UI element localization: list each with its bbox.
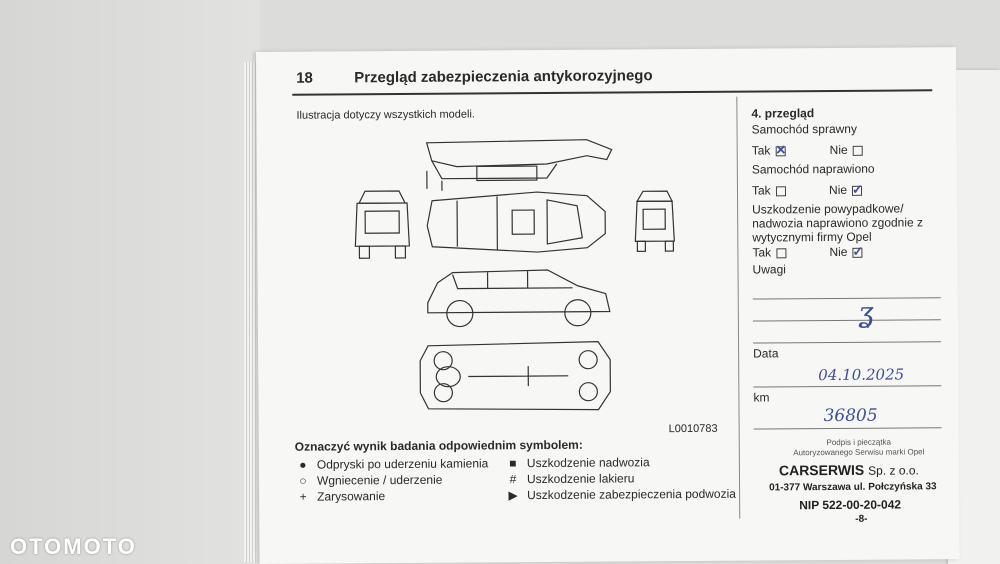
stamp-address: 01-377 Warszawa ul. Połczyńska 33	[769, 481, 937, 494]
km-line	[753, 427, 942, 430]
legend: ● Odpryski po uderzeniu kamienia ■ Uszkodz…	[295, 454, 745, 505]
remarks-scribble: ʓ	[857, 295, 874, 329]
date-label: Data	[753, 346, 779, 361]
inspection-title: 4. przegląd	[751, 106, 815, 121]
car-diagrams	[354, 139, 675, 411]
legend-label: Uszkodzenie nadwozia	[526, 455, 650, 471]
legend-item: + Zarysowanie	[295, 487, 505, 504]
legend-item: ● Odpryski po uderzeniu kamienia	[295, 455, 505, 472]
legend-item: ○ Wgniecenie / uderzenie	[295, 471, 505, 488]
watermark-logo: OTOMOTO	[10, 534, 137, 559]
q3-yes-label: Tak	[752, 245, 772, 260]
q3-no-label: Nie	[829, 244, 848, 260]
legend-item: ■ Uszkodzenie nadwozia	[505, 454, 745, 472]
stamp-caption: Podpis i pieczątka	[826, 437, 892, 448]
q3-label-line: Uszkodzenie powypadkowe/	[752, 201, 904, 217]
stamp-name: CARSERWIS	[778, 461, 865, 479]
q2-options: Tak Nie✓	[752, 182, 863, 199]
stamp-caption: Autoryzowanego Serwisu marki Opel	[793, 447, 925, 458]
date-value: 04.10.2025	[818, 365, 905, 385]
car-top-view-opened	[425, 139, 613, 191]
legend-item: ▶ Uszkodzenie zabezpieczenia podwozia	[505, 486, 745, 504]
q3-label-line: nadwozia naprawiono zgodnie z	[752, 215, 924, 231]
km-value: 36805	[823, 405, 878, 427]
q1-options: Tak ✕ Nie	[752, 142, 863, 159]
legend-symbol: ○	[299, 473, 307, 488]
q3-label: Uszkodzenie powypadkowe/ nadwozia napraw…	[752, 201, 923, 244]
car-underbody-view	[419, 341, 611, 411]
legend-label: Uszkodzenie lakieru	[526, 471, 635, 487]
booklet-page: 18 Przegląd zabezpieczenia antykorozyjne…	[256, 47, 960, 564]
q2-yes-label: Tak	[751, 183, 771, 198]
stamp-footer: -8-	[855, 513, 868, 525]
checkmark-icon: ✕	[775, 142, 787, 158]
legend-label: Uszkodzenie zabezpieczenia podwozia	[527, 486, 736, 503]
legend-label: Odpryski po uderzeniu kamienia	[316, 456, 489, 472]
figure-code: L0010783	[668, 422, 718, 436]
car-rear-view	[634, 190, 675, 252]
q2-no-label: Nie	[828, 182, 848, 198]
remarks-line	[753, 341, 942, 344]
legend-symbol: ●	[299, 457, 307, 472]
km-label: km	[753, 390, 770, 405]
page-stack-edge	[244, 62, 256, 562]
checkmark-icon: ✓	[852, 243, 864, 259]
q3-label-line: wytycznymi firmy Opel	[752, 229, 872, 245]
legend-label: Zarysowanie	[317, 489, 386, 504]
q3-yes-checkbox[interactable]	[776, 248, 787, 259]
background-left	[0, 0, 260, 564]
checkmark-icon: ✓	[851, 181, 863, 197]
remarks-line	[752, 297, 941, 300]
page-number: 18	[296, 69, 313, 87]
q1-no-label: Nie	[829, 142, 848, 157]
legend-label: Wgniecenie / uderzenie	[316, 472, 443, 488]
q1-label: Samochód sprawny	[751, 121, 857, 137]
legend-heading: Oznaczyć wynik badania odpowiednim symbo…	[294, 437, 583, 454]
q1-yes-label: Tak	[751, 143, 771, 158]
legend-symbol: ■	[509, 456, 517, 471]
stamp-company: CARSERWIS Sp. z o.o.	[778, 461, 919, 479]
q2-yes-checkbox[interactable]	[775, 186, 786, 197]
car-front-view	[354, 190, 410, 259]
stamp-name-suffix: Sp. z o.o.	[868, 463, 919, 478]
legend-item: # Uszkodzenie lakieru	[505, 470, 745, 488]
illustration-note: Ilustracja dotyczy wszystkich modeli.	[296, 108, 475, 122]
legend-symbol: ▶	[508, 488, 518, 503]
legend-symbol: +	[299, 489, 307, 504]
remarks-line	[752, 319, 941, 322]
car-top-view	[426, 191, 606, 253]
q1-no-checkbox[interactable]	[852, 145, 863, 156]
page-title: Przegląd zabezpieczenia antykorozyjnego	[354, 67, 653, 87]
title-rule	[292, 89, 933, 96]
q2-label: Samochód naprawiono	[751, 161, 875, 177]
date-line	[753, 385, 942, 388]
stamp-nip: NIP 522-00-20-042	[799, 497, 902, 513]
remarks-label: Uwagi	[752, 262, 786, 277]
car-side-view	[427, 269, 611, 328]
legend-symbol: #	[509, 472, 517, 487]
q3-options: Tak Nie✓	[752, 244, 863, 261]
